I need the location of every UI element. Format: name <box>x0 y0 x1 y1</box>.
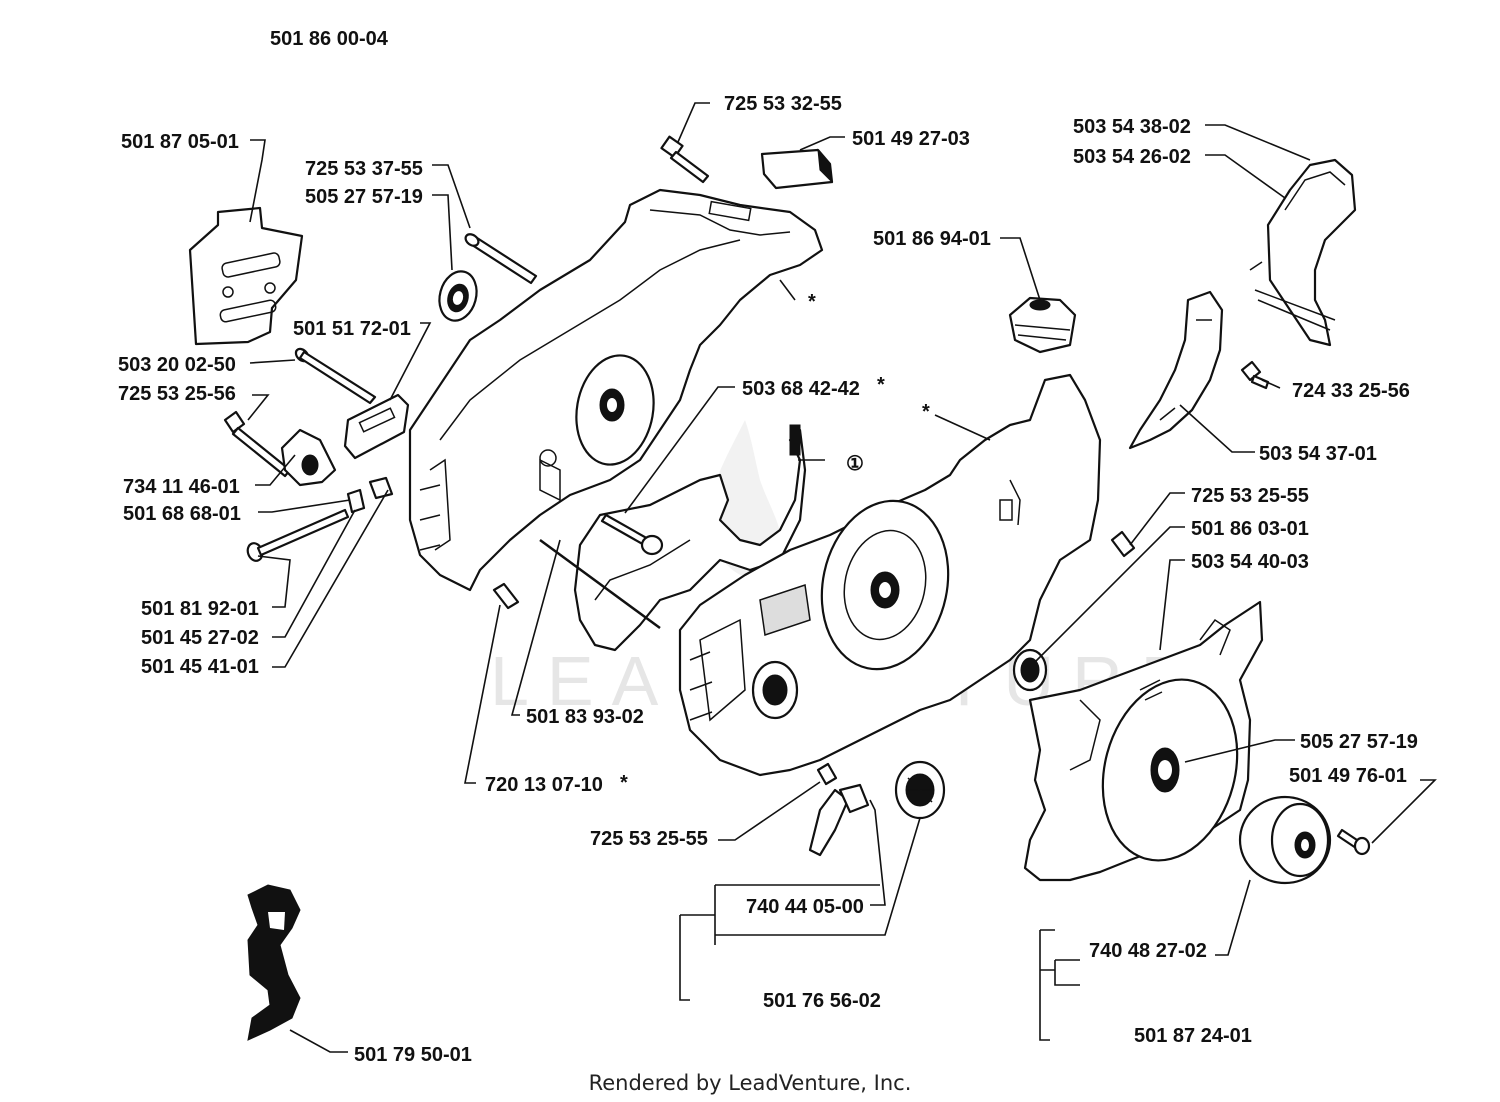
nut-part <box>346 476 394 514</box>
tensioner-assembly-part <box>223 410 337 487</box>
part-label-501-87-05-01: 501 87 05-01 <box>121 131 239 153</box>
part-label-505-27-57-19-bottom: 505 27 57-19 <box>1300 731 1418 753</box>
screw-part <box>464 233 538 285</box>
part-label-501-86-94-01: 501 86 94-01 <box>873 228 991 250</box>
chain-catcher-part <box>247 884 301 1041</box>
assembly-number: 501 86 00-04 <box>270 28 389 50</box>
gasket-bolt-part <box>600 513 664 556</box>
screw-part-far-right <box>1336 828 1371 856</box>
part-labels: 501 87 05-01 725 53 37-55 505 27 57-19 7… <box>118 93 1418 1066</box>
starter-cover-part <box>1023 600 1264 882</box>
part-label-740-44-05-00: 740 44 05-00 <box>746 896 864 918</box>
part-label-501-49-76-01: 501 49 76-01 <box>1289 765 1407 787</box>
starter-pulley-part <box>1238 795 1332 885</box>
asterisk-marker-pin: * <box>620 772 628 794</box>
part-label-501-83-93-02: 501 83 93-02 <box>526 706 644 728</box>
part-label-725-53-25-55-bottom: 725 53 25-55 <box>590 828 708 850</box>
guard-plate-part <box>1128 290 1224 450</box>
gasket-part <box>573 424 807 652</box>
screw-part-top <box>660 135 710 184</box>
part-label-725-53-32-55: 725 53 32-55 <box>724 93 842 115</box>
asterisk-marker-gasket: * <box>877 374 885 396</box>
crankcase-left-half-part <box>408 188 824 592</box>
part-label-501-86-03-01: 501 86 03-01 <box>1191 518 1309 540</box>
part-label-503-54-38-02: 503 54 38-02 <box>1073 116 1191 138</box>
bolt-part <box>294 347 377 405</box>
chain-tensioner-plate-part <box>343 393 410 460</box>
part-label-505-27-57-19-top: 505 27 57-19 <box>305 186 423 208</box>
part-label-501-87-24-01: 501 87 24-01 <box>1134 1025 1252 1047</box>
part-label-501-45-27-02: 501 45 27-02 <box>141 627 259 649</box>
leader-lines <box>247 102 1437 1053</box>
part-label-725-53-37-55: 725 53 37-55 <box>305 158 423 180</box>
screw-part-right <box>1240 360 1270 390</box>
asterisk-marker-crankcase: * <box>922 401 930 423</box>
cover-piece-part <box>760 148 834 190</box>
oil-cap-part <box>1008 296 1077 354</box>
part-label-501-68-68-01: 501 68 68-01 <box>123 503 241 525</box>
part-label-503-20-02-50: 503 20 02-50 <box>118 354 236 376</box>
bar-plate-part <box>188 206 304 346</box>
part-label-734-11-46-01: 734 11 46-01 <box>123 476 240 498</box>
part-label-501-51-72-01: 501 51 72-01 <box>293 318 411 340</box>
part-label-740-48-27-02: 740 48 27-02 <box>1089 940 1207 962</box>
part-label-501-81-92-01: 501 81 92-01 <box>141 598 259 620</box>
markers: * * * * ① <box>620 291 930 794</box>
crankcase-right-half-part <box>678 373 1102 777</box>
screw-part-right-mid <box>1110 530 1136 558</box>
part-label-501-79-50-01: 501 79 50-01 <box>354 1044 472 1066</box>
dowel-pin-part <box>492 582 520 610</box>
part-label-503-54-26-02: 503 54 26-02 <box>1073 146 1191 168</box>
part-label-501-49-27-03: 501 49 27-03 <box>852 128 970 150</box>
starter-spring-part <box>894 760 946 820</box>
chain-guard-part <box>1249 158 1357 347</box>
seal-part-top <box>438 270 478 322</box>
part-label-503-68-42-42: 503 68 42-42 <box>742 378 860 400</box>
part-label-725-53-25-56: 725 53 25-56 <box>118 383 236 405</box>
part-label-720-13-07-10: 720 13 07-10 <box>485 774 603 796</box>
part-label-724-33-25-56: 724 33 25-56 <box>1292 380 1410 402</box>
lever-part <box>808 762 870 857</box>
part-label-503-54-37-01: 503 54 37-01 <box>1259 443 1377 465</box>
part-label-503-54-40-03: 503 54 40-03 <box>1191 551 1309 573</box>
footer-credit: Rendered by LeadVenture, Inc. <box>589 1071 912 1095</box>
part-label-501-45-41-01: 501 45 41-01 <box>141 656 259 678</box>
asterisk-marker-top: * <box>808 291 816 313</box>
part-label-501-76-56-02: 501 76 56-02 <box>763 990 881 1012</box>
circled-one-marker: ① <box>846 453 864 475</box>
long-bolt-part <box>246 508 350 562</box>
thin-rod-part <box>539 538 661 630</box>
part-label-725-53-25-55-right: 725 53 25-55 <box>1191 485 1309 507</box>
